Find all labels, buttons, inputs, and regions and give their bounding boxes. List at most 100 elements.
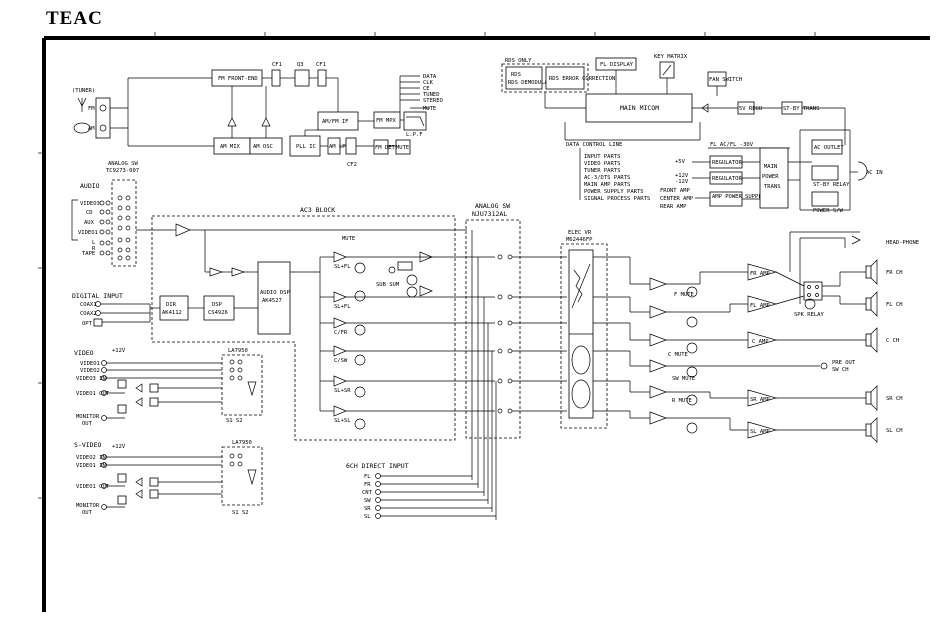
regulator-2-box: REGULATOR [712,176,742,182]
svg-text:ANALOG SW: ANALOG SW [108,161,138,167]
svg-text:RDS DEMODULATOR: RDS DEMODULATOR [508,80,558,86]
svg-text:SR: SR [364,506,371,512]
volume-title: ELEC VR [568,230,592,236]
ac-plug-icon [857,161,868,181]
ac-outlet-box: AC OUTLET [814,145,844,151]
output-stage: F MUTE C MUTE SW MUTE R MUTE FR AMP FL A… [649,231,919,443]
svg-text:VIDEO1 OUT: VIDEO1 OUT [76,391,110,397]
svg-text:SR CH: SR CH [886,396,903,402]
svg-text:CENTER AMP: CENTER AMP [660,196,694,202]
svg-text:C AMP: C AMP [752,339,769,345]
svg-text:RDS ONLY: RDS ONLY [505,58,532,64]
svg-text:CF2: CF2 [347,162,357,168]
svg-text:FAN SWITCH: FAN SWITCH [709,77,742,83]
fm-mpx-box: FM MPX [376,118,397,124]
svg-text:CNT: CNT [362,490,373,496]
svideo-input-section: S-VIDEO +12V VIDEO2 IN VIDEO1 IN VIDEO1 … [74,440,263,516]
svg-text:AC-3/DTS PARTS: AC-3/DTS PARTS [584,175,630,181]
svg-text:C MUTE: C MUTE [668,352,688,358]
svg-text:FR: FR [364,482,371,488]
ac3-mute-transistors [354,262,366,430]
output-mute-transistors [686,286,698,434]
antenna-label: (TUNER) [72,88,95,94]
video-input-section: VIDEO +12V VIDEO1 VIDEO2 VIDEO3 IN VIDEO… [74,348,263,427]
svg-text:FL AC/FL -30V: FL AC/FL -30V [710,142,754,148]
svg-text:FR CH: FR CH [886,270,903,276]
svg-text:CD: CD [86,210,93,216]
svg-text:SW MUTE: SW MUTE [672,376,695,382]
svg-text:SL+SL: SL+SL [334,418,351,424]
svg-text:C CH: C CH [886,338,899,344]
fm-label: FM [88,106,95,112]
digital-input-section: DIGITAL INPUT COAX1 COAX2 OPT [72,292,150,327]
analog-switch-2-feed [471,230,497,520]
svg-text:INPUT PARTS: INPUT PARTS [584,154,620,160]
svg-text:TUNER PARTS: TUNER PARTS [584,168,620,174]
analog-switch-2: ANALOG SW NJU7312AL [465,202,567,520]
speaker-sr-icon [870,385,878,411]
fm-front-end-box: FM FRONT-END [218,76,258,82]
svg-text:MUTE: MUTE [396,145,409,151]
ac3-block: AC3 BLOCK DIR AK4112 DSP CS4926 AUDIO DS… [149,206,495,441]
svg-text:SIGNAL PROCESS PARTS: SIGNAL PROCESS PARTS [584,196,650,202]
ac3-output-lines [290,256,495,412]
svg-text:TUNED: TUNED [423,92,440,98]
svg-text:+5V: +5V [675,159,686,165]
svg-text:5V REGU: 5V REGU [739,106,762,112]
am-label: AM [88,126,95,132]
audio-label: AUDIO [80,182,100,190]
svg-text:POWER SUPPLY PARTS: POWER SUPPLY PARTS [584,189,644,195]
svg-text:+12V: +12V [112,444,126,450]
6ch-direct-input: 6CH DIRECT INPUT FL FR CNT SW SR SL [346,462,496,520]
svg-text:M62446FP: M62446FP [566,237,593,243]
speaker-fl-icon [870,291,878,317]
tuner-signal-bus: DATA CLK CE TUNED STEREO MUTE [399,74,443,112]
pll-ic-box: PLL IC [296,144,316,150]
svg-text:CLK: CLK [423,80,434,86]
svg-text:S1 S2: S1 S2 [232,510,249,516]
svg-text:VIDEO1 IN: VIDEO1 IN [76,463,106,469]
svg-text:AK4112: AK4112 [162,310,182,316]
speaker-c-icon [870,327,878,353]
svg-text:FL: FL [364,474,371,480]
pre-out-label: PRE OUT [832,360,856,366]
amp-feed-lines [666,271,820,431]
svg-text:ANALOG SW: ANALOG SW [475,202,510,210]
ac3-title: AC3 BLOCK [300,206,335,214]
to-volume-lines [512,256,567,412]
svg-text:KEY MATRIX: KEY MATRIX [654,54,688,60]
pre-out-jack-icon [820,362,828,370]
analog-switch-2-contacts [497,254,513,414]
svg-text:S1 S2: S1 S2 [226,418,243,424]
main-micom-box: MAIN MICOM [620,104,659,112]
svg-text:COAX2: COAX2 [80,311,97,317]
svg-text:SW CH: SW CH [832,367,849,373]
video-label: VIDEO [74,349,94,357]
audio-bracket [71,199,78,241]
svideo-ic-label: LA7950 [232,440,252,446]
svg-text:-12V: -12V [675,179,689,185]
brand-logo: TEAC [46,8,103,29]
svg-text:F MUTE: F MUTE [674,292,694,298]
svg-text:POWER S/W: POWER S/W [813,208,843,214]
dir-box: DIR [166,302,177,308]
svg-text:AC IN: AC IN [866,170,883,176]
svg-text:ST-BY RELAY: ST-BY RELAY [813,182,850,188]
svg-text:CF1: CF1 [272,62,282,68]
ac3-boundary [151,215,456,441]
svg-text:SUB SUM: SUB SUM [376,282,400,288]
headphone-path: HEAD-PHONE [789,231,919,304]
control-list: INPUT PARTS VIDEO PARTS TUNER PARTS AC-3… [584,154,650,202]
headphone-jack-icon [851,235,861,245]
svg-text:REAR AMP: REAR AMP [660,204,687,210]
svg-text:VIDEO3 IN: VIDEO3 IN [76,376,106,382]
svg-text:SL+FL: SL+FL [334,264,351,270]
svg-text:FL AMP: FL AMP [750,303,771,309]
loop-antenna-icon [73,122,91,134]
svg-text:COAX1: COAX1 [80,302,97,308]
svg-text:VIDEO1: VIDEO1 [78,230,98,236]
svg-text:AM LPF: AM LPF [329,144,349,150]
am-osc-box: AM OSC [253,144,273,150]
svg-text:VIDEO2 IN: VIDEO2 IN [76,455,106,461]
